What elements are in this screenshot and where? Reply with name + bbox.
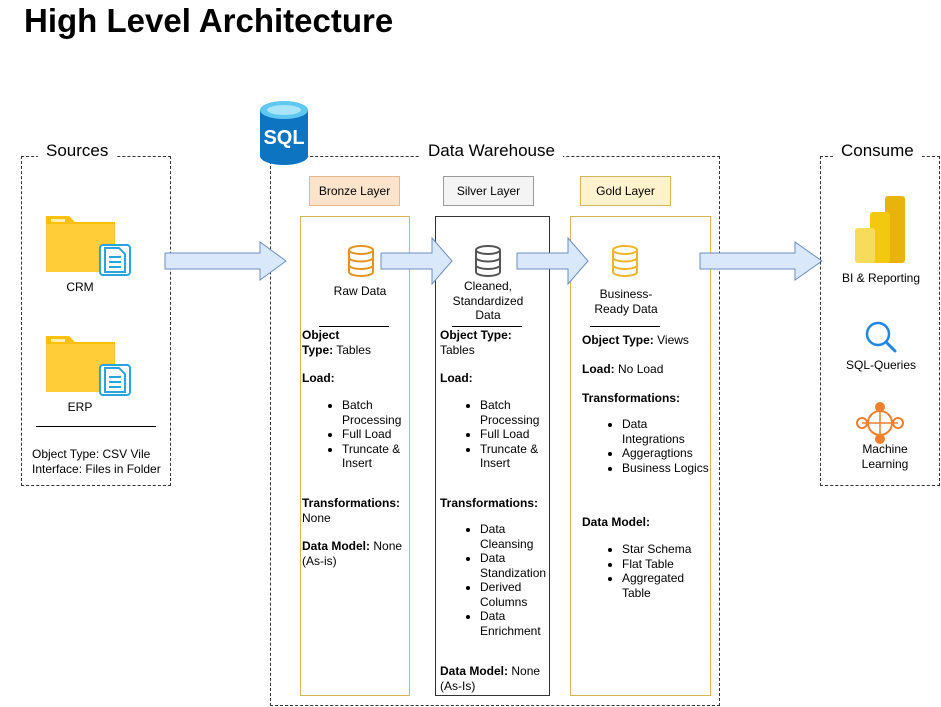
bronze-data-model: Data Model: None (As-is) <box>302 539 403 568</box>
silver-transformations-label: Transformations: <box>440 496 539 510</box>
list-item: Data Enrichment <box>480 609 552 638</box>
gold-layer <box>570 216 711 696</box>
list-item: Truncate & Insert <box>480 442 552 471</box>
list-item: Batch Processing <box>480 398 552 427</box>
list-item: Flat Table <box>622 557 712 572</box>
sources-divider <box>36 426 156 427</box>
erp-source <box>45 330 133 400</box>
gold-load: Load: No Load <box>582 362 664 376</box>
silver-to-gold-arrow <box>516 236 589 286</box>
consume-label: Consume <box>833 141 922 161</box>
silver-database-icon <box>475 245 501 277</box>
bronze-database-icon <box>348 245 374 277</box>
sources-interface: Interface: Files in Folder <box>32 462 161 476</box>
sql-queries-label: SQL-Queries <box>845 358 917 372</box>
list-item: Derived Columns <box>480 580 552 609</box>
silver-object-type: Object Type: Tables <box>440 328 512 357</box>
gold-to-consume-arrow <box>699 241 823 281</box>
magnifier-icon <box>865 321 897 353</box>
sources-object-type: Object Type: CSV Vile <box>32 447 151 461</box>
bi-reporting-label: BI & Reporting <box>841 271 921 285</box>
sources-to-bronze-arrow <box>164 241 287 281</box>
bronze-object-type: Object Type: Tables <box>302 328 371 357</box>
list-item: Truncate & Insert <box>342 442 412 471</box>
gold-transformations-label: Transformations: <box>582 391 681 405</box>
silver-layer-badge: Silver Layer <box>443 176 534 206</box>
warehouse-label: Data Warehouse <box>420 141 563 161</box>
silver-load-label: Load: <box>440 371 473 385</box>
page-title: High Level Architecture <box>24 2 394 39</box>
bronze-load-label: Load: <box>302 371 335 385</box>
machine-learning-label: Machine Learning <box>861 442 909 471</box>
crm-label: CRM <box>66 280 94 294</box>
ml-network-icon <box>856 402 904 444</box>
list-item: Data Cleansing <box>480 522 552 551</box>
list-item: Data Standization <box>480 551 552 580</box>
list-item: Business Logics <box>622 461 712 476</box>
list-item: Batch Processing <box>342 398 412 427</box>
list-item: Aggeragtions <box>622 446 712 461</box>
silver-divider <box>452 326 522 327</box>
silver-layer <box>435 216 550 696</box>
bronze-load-list: Batch Processing Full Load Truncate & In… <box>302 398 412 471</box>
sql-database-icon: SQL <box>258 100 310 168</box>
silver-transformations-list: Data Cleansing Data Standization Derived… <box>440 522 552 638</box>
sql-logo-text: SQL <box>263 127 304 149</box>
gold-data-model-label: Data Model: <box>582 515 651 529</box>
list-item: Aggregated Table <box>622 571 712 600</box>
gold-data-label: Business-Ready Data <box>594 287 658 316</box>
gold-layer-badge: Gold Layer <box>580 176 671 206</box>
list-item: Full Load <box>480 427 552 442</box>
crm-source <box>45 210 133 280</box>
erp-label: ERP <box>67 400 93 414</box>
list-item: Data Integrations <box>622 417 712 446</box>
bronze-transformations: Transformations: None <box>302 496 401 525</box>
bronze-data-label: Raw Data <box>333 284 387 298</box>
bronze-to-silver-arrow <box>380 236 453 286</box>
silver-load-list: Batch Processing Full Load Truncate & In… <box>440 398 552 471</box>
bronze-layer-badge: Bronze Layer <box>309 176 400 206</box>
bronze-divider <box>319 326 389 327</box>
gold-database-icon <box>612 245 638 277</box>
list-item: Full Load <box>342 427 412 442</box>
sources-label: Sources <box>38 141 117 161</box>
power-bi-icon <box>855 196 905 263</box>
silver-data-model: Data Model: None (As-Is) <box>440 664 541 693</box>
gold-transformations-list: Data Integrations Aggeragtions Business … <box>582 417 712 475</box>
gold-divider <box>590 326 660 327</box>
list-item: Star Schema <box>622 542 712 557</box>
bronze-layer <box>300 216 410 696</box>
gold-object-type: Object Type: Views <box>582 333 689 347</box>
gold-data-model-list: Star Schema Flat Table Aggregated Table <box>582 542 712 600</box>
erp-folder-icon <box>46 336 131 396</box>
crm-folder-icon <box>46 216 131 276</box>
silver-data-label: Cleaned, Standardized Data <box>452 279 524 322</box>
